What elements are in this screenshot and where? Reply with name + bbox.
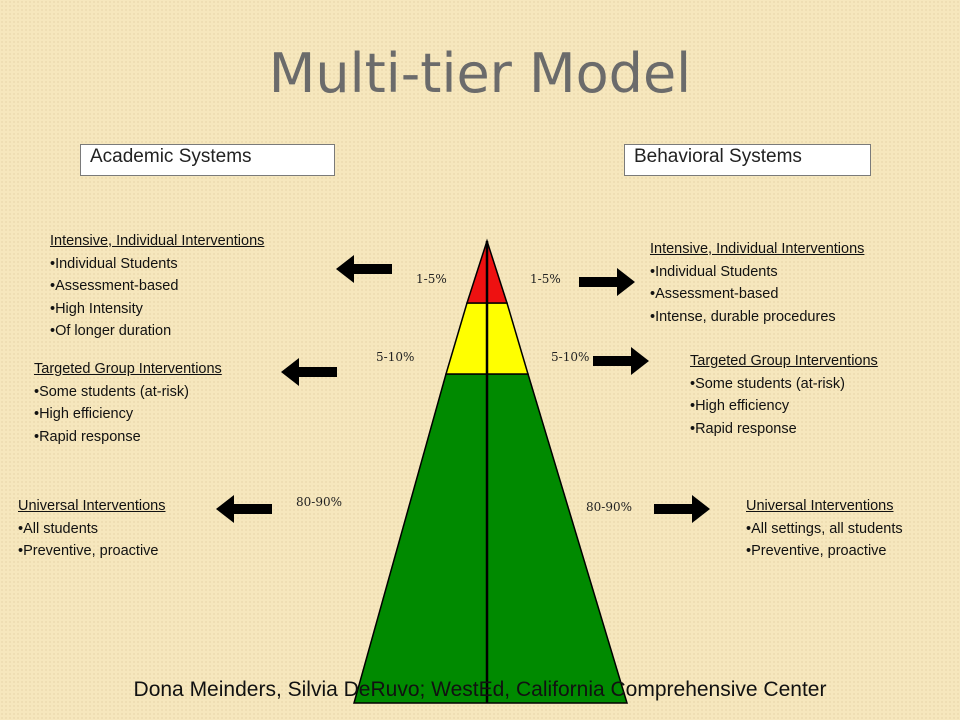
list-item: •High Intensity (50, 300, 143, 317)
behavioral-intensive-heading: Intensive, Individual Interventions (650, 241, 865, 257)
behavioral-targeted-panel: Targeted Group Interventions •Some stude… (690, 350, 878, 440)
list-item: •Of longer duration (50, 323, 172, 339)
footer-credit: Dona Meinders, Silvia DeRuvo; WestEd, Ca… (133, 678, 827, 701)
academic-universal-heading: Universal Interventions (18, 498, 166, 514)
behavioral-systems-box: Behavioral Systems (624, 144, 871, 176)
list-item: •Individual Students (650, 263, 778, 280)
list-item: •Rapid response (34, 428, 141, 445)
pct-targeted-left: 5-10% (376, 350, 415, 364)
arrow-right-targeted-icon (593, 347, 649, 375)
arrow-right-intensive-icon (579, 268, 635, 296)
pct-universal-right: 80-90% (586, 500, 632, 514)
academic-intensive-panel: Intensive, Individual Interventions •Ind… (50, 230, 264, 343)
academic-targeted-heading: Targeted Group Interventions (34, 361, 222, 377)
list-item: •Preventive, proactive (18, 543, 159, 559)
pct-intensive-right: 1-5% (530, 272, 561, 286)
list-item: •High efficiency (690, 398, 790, 414)
list-item: •Some students (at-risk) (690, 375, 845, 392)
list-item: •Preventive, proactive (746, 543, 887, 559)
behavioral-universal-panel: Universal Interventions •All settings, a… (746, 495, 903, 563)
behavioral-universal-heading: Universal Interventions (746, 498, 894, 514)
academic-universal-panel: Universal Interventions •All students •P… (18, 495, 166, 563)
list-item: •Assessment-based (650, 286, 779, 302)
slide-title: Multi-tier Model (268, 42, 692, 105)
list-item: •Some students (at-risk) (34, 383, 189, 400)
arrow-left-intensive-icon (336, 255, 392, 283)
behavioral-intensive-panel: Intensive, Individual Interventions •Ind… (650, 238, 864, 328)
pct-intensive-left: 1-5% (416, 272, 447, 286)
behavioral-targeted-heading: Targeted Group Interventions (690, 353, 878, 369)
academic-intensive-heading: Intensive, Individual Interventions (50, 233, 265, 249)
list-item: •Rapid response (690, 420, 797, 437)
list-item: •High efficiency (34, 406, 134, 422)
academic-targeted-panel: Targeted Group Interventions •Some stude… (34, 358, 222, 448)
list-item: •All settings, all students (746, 520, 903, 537)
list-item: •Individual Students (50, 255, 178, 272)
pct-universal-left: 80-90% (296, 495, 342, 509)
arrow-right-universal-icon (654, 495, 710, 523)
tier-universal (353, 373, 629, 704)
arrow-left-targeted-icon (281, 358, 337, 386)
arrow-left-universal-icon (216, 495, 272, 523)
list-item: •Assessment-based (50, 278, 179, 294)
list-item: •Intense, durable procedures (650, 308, 836, 325)
list-item: •All students (18, 520, 99, 537)
pct-targeted-right: 5-10% (551, 350, 590, 364)
academic-systems-box: Academic Systems (80, 144, 335, 176)
